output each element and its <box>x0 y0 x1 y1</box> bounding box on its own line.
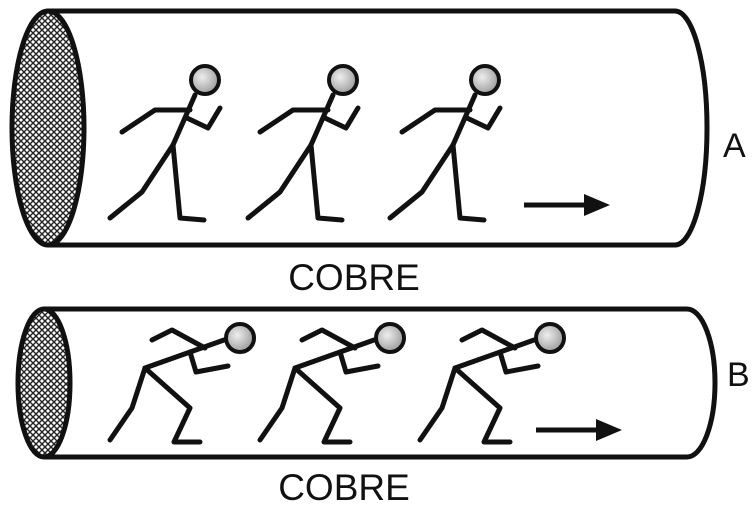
tube-b-body <box>44 306 718 460</box>
tube-a-side-label: A <box>723 127 746 165</box>
runner-torso <box>170 92 198 148</box>
pusher-head <box>224 322 256 354</box>
runner-leg-back <box>245 142 314 221</box>
pusher-arm-upper <box>299 327 358 351</box>
runner-arm-front <box>464 105 503 131</box>
arrow-right-icon <box>524 194 610 216</box>
pusher-torso <box>452 337 537 371</box>
runner-head <box>327 64 359 96</box>
pusher-leg-back <box>107 365 148 443</box>
pusher-b-3 <box>417 322 566 445</box>
pusher-arm-lower <box>187 349 231 375</box>
tube-a-material-label: COBRE <box>288 257 420 298</box>
pusher-torso <box>292 337 377 371</box>
runner-leg-back <box>107 142 176 221</box>
tube-a: A COBRE <box>9 8 746 298</box>
pusher-leg-front <box>142 365 203 445</box>
runner-a-1 <box>107 64 223 223</box>
pusher-head <box>534 322 566 354</box>
runner-head <box>469 64 501 96</box>
pusher-head <box>374 322 406 354</box>
pusher-leg-back <box>417 365 458 443</box>
runner-torso <box>450 92 478 148</box>
runner-leg-front <box>308 142 345 223</box>
runner-arm-front <box>322 105 361 131</box>
runner-arm-back <box>119 107 193 135</box>
runner-arm-back <box>399 107 473 135</box>
pusher-arm-upper <box>459 327 518 351</box>
pusher-torso <box>142 337 227 371</box>
runner-leg-front <box>170 142 207 223</box>
pusher-leg-back <box>257 365 298 443</box>
tube-b-side-label: B <box>727 356 750 394</box>
tube-b: B COBRE <box>15 306 750 508</box>
runner-a-3 <box>387 64 503 223</box>
tube-b-end-cap <box>15 306 73 460</box>
runner-leg-back <box>387 142 456 221</box>
pusher-b-2 <box>257 322 406 445</box>
tube-b-material-label: COBRE <box>278 467 410 508</box>
runner-arm-back <box>257 107 331 135</box>
runner-arm-front <box>184 105 223 131</box>
pusher-leg-front <box>292 365 353 445</box>
runner-head <box>189 64 221 96</box>
pusher-arm-upper <box>149 327 208 351</box>
pusher-b-1 <box>107 322 256 445</box>
pusher-leg-front <box>452 365 513 445</box>
runner-torso <box>308 92 336 148</box>
tube-a-end-cap <box>9 8 87 248</box>
runner-a-2 <box>245 64 361 223</box>
pusher-arm-lower <box>497 349 541 375</box>
tube-a-body <box>48 8 710 248</box>
pusher-arm-lower <box>337 349 381 375</box>
runner-leg-front <box>450 142 487 223</box>
arrow-right-icon <box>536 419 622 441</box>
